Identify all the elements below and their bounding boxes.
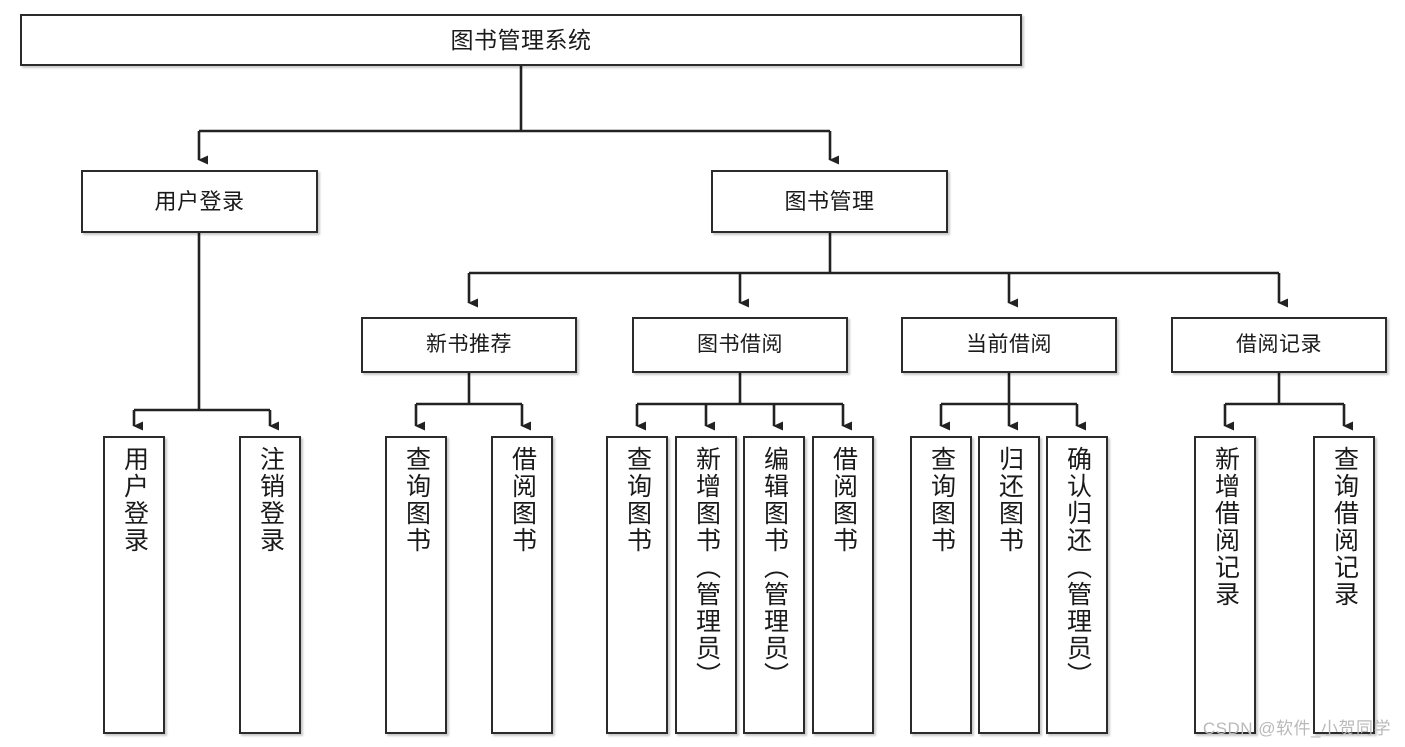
node-label: 新增图书（管理员） <box>692 446 721 689</box>
node-label: 借阅记录 <box>1236 332 1322 356</box>
node-label: 查询借阅记录 <box>1330 446 1359 608</box>
node-label: 编辑图书（管理员） <box>760 446 789 689</box>
node-label: 图书管理系统 <box>450 26 592 53</box>
node-user-login[interactable]: 用户登录 <box>81 170 318 233</box>
node-leaf-new-book-query[interactable]: 查询图书 <box>385 436 447 734</box>
node-borrow-record[interactable]: 借阅记录 <box>1171 317 1387 373</box>
node-label: 用户登录 <box>120 446 149 554</box>
node-leaf-book-borrow-edit[interactable]: 编辑图书（管理员） <box>743 436 805 734</box>
node-label: 查询图书 <box>623 446 652 554</box>
node-label: 注销登录 <box>256 446 285 554</box>
node-new-book-recommend[interactable]: 新书推荐 <box>361 317 577 373</box>
node-label: 图书管理 <box>784 188 875 214</box>
node-root-book-management-system[interactable]: 图书管理系统 <box>20 14 1022 66</box>
node-leaf-book-borrow-query[interactable]: 查询图书 <box>606 436 668 734</box>
node-label: 当前借阅 <box>966 332 1052 356</box>
node-current-borrow[interactable]: 当前借阅 <box>901 317 1117 373</box>
node-label: 新增借阅记录 <box>1211 446 1240 608</box>
node-leaf-current-borrow-query[interactable]: 查询图书 <box>910 436 972 734</box>
node-leaf-user-login-login[interactable]: 用户登录 <box>103 436 165 734</box>
node-label: 用户登录 <box>154 188 245 214</box>
node-label: 确认归还（管理员） <box>1063 446 1092 689</box>
node-leaf-borrow-record-query[interactable]: 查询借阅记录 <box>1313 436 1375 734</box>
node-leaf-book-borrow-borrow[interactable]: 借阅图书 <box>812 436 874 734</box>
node-leaf-new-book-borrow[interactable]: 借阅图书 <box>491 436 553 734</box>
node-label: 新书推荐 <box>426 332 512 356</box>
node-label: 借阅图书 <box>829 446 858 554</box>
node-leaf-book-borrow-add[interactable]: 新增图书（管理员） <box>675 436 737 734</box>
node-leaf-current-borrow-confirm[interactable]: 确认归还（管理员） <box>1046 436 1108 734</box>
node-label: 查询图书 <box>927 446 956 554</box>
node-label: 查询图书 <box>402 446 431 554</box>
node-label: 借阅图书 <box>508 446 537 554</box>
node-leaf-current-borrow-return[interactable]: 归还图书 <box>978 436 1040 734</box>
node-book-borrow[interactable]: 图书借阅 <box>632 317 848 373</box>
node-book-management[interactable]: 图书管理 <box>711 170 948 233</box>
node-leaf-user-login-logout[interactable]: 注销登录 <box>239 436 301 734</box>
node-label: 图书借阅 <box>697 332 783 356</box>
node-label: 归还图书 <box>995 446 1024 554</box>
node-leaf-borrow-record-add[interactable]: 新增借阅记录 <box>1194 436 1256 734</box>
